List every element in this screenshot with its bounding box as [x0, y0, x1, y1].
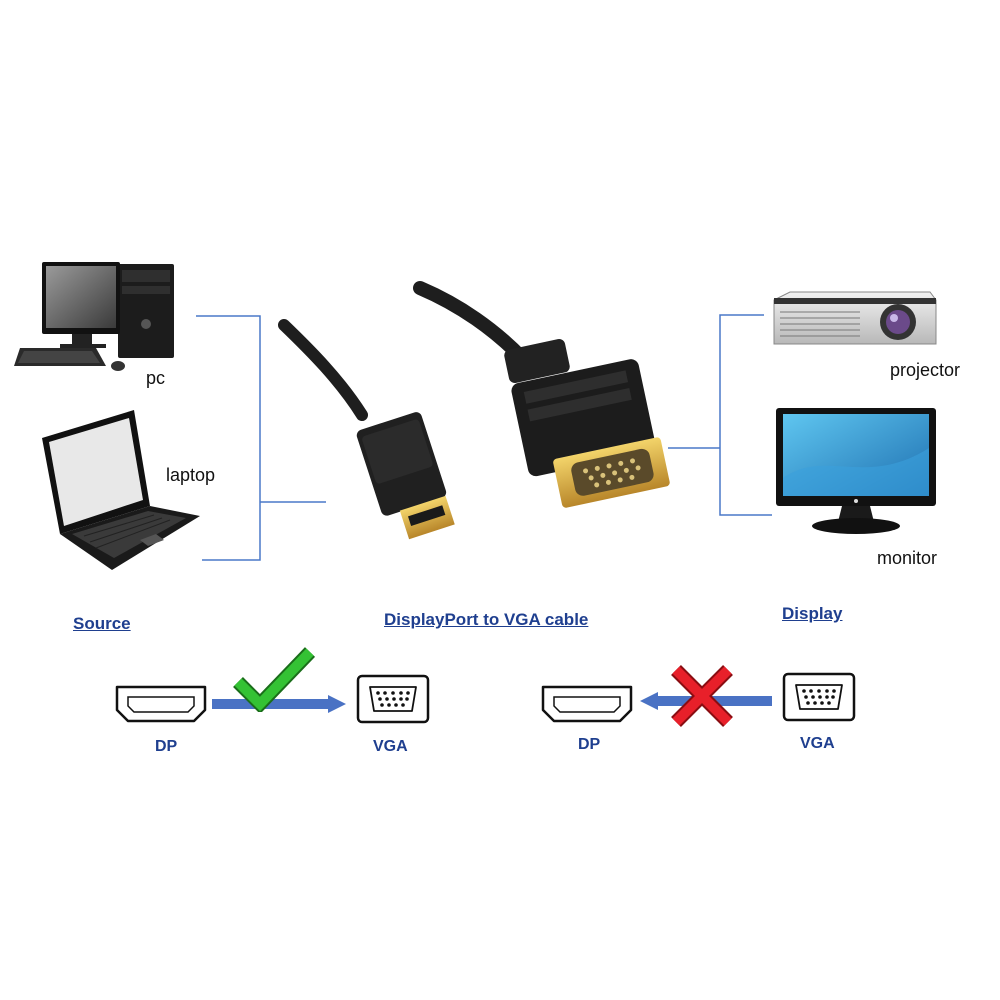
monitor-icon — [776, 408, 936, 534]
projector-icon — [773, 291, 937, 345]
cable-heading: DisplayPort to VGA cable — [384, 610, 589, 629]
source-heading: Source — [73, 614, 131, 633]
vga-label-left: VGA — [373, 738, 408, 755]
check-icon — [233, 647, 316, 712]
source-connector-lines — [196, 314, 772, 561]
monitor-label: monitor — [877, 548, 938, 568]
pc-icon — [14, 262, 174, 371]
vga-port-icon-left — [356, 674, 430, 724]
laptop-icon — [42, 410, 200, 570]
dp-port-icon-right — [541, 685, 633, 723]
display-heading: Display — [782, 604, 843, 623]
pc-label: pc — [146, 368, 166, 388]
dp-port-icon-left — [115, 685, 207, 723]
dp-label-left: DP — [155, 738, 178, 755]
dp-label-right: DP — [578, 736, 601, 753]
dp-to-vga-cable-image — [278, 281, 670, 540]
vga-label-right: VGA — [800, 735, 835, 752]
cross-icon — [671, 665, 733, 727]
vga-port-icon-right — [782, 672, 856, 722]
projector-label: projector — [890, 360, 961, 380]
arrow-right — [212, 695, 346, 713]
laptop-label: laptop — [166, 465, 216, 485]
